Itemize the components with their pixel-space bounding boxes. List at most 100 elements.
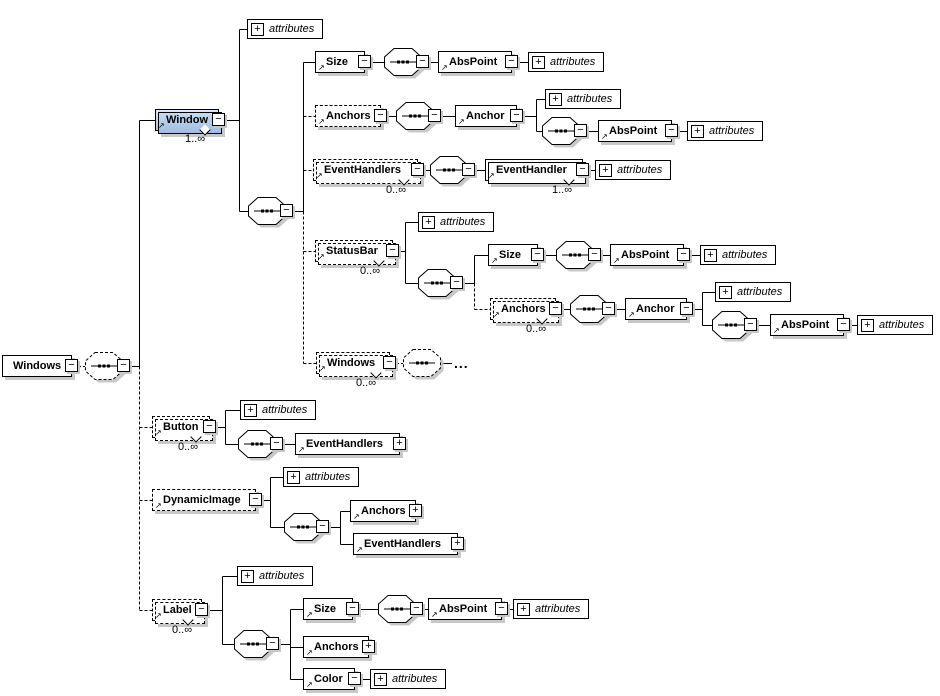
collapse-icon[interactable]: −: [195, 603, 208, 616]
element-statusbar[interactable]: ↗ StatusBar −: [315, 240, 399, 267]
element-color[interactable]: ↗ Color −: [303, 668, 361, 690]
element-eventhandlers-button[interactable]: ↗ EventHandlers +: [295, 433, 406, 455]
expand-icon[interactable]: +: [374, 672, 387, 686]
collapse-icon[interactable]: −: [374, 109, 387, 122]
collapse-icon[interactable]: −: [280, 204, 293, 217]
collapse-icon[interactable]: −: [602, 302, 615, 315]
expand-icon[interactable]: +: [241, 569, 254, 583]
collapse-icon[interactable]: −: [346, 602, 359, 615]
expand-icon[interactable]: +: [451, 537, 464, 550]
collapse-icon[interactable]: −: [744, 318, 757, 331]
attributes-box-button[interactable]: + attributes: [240, 400, 316, 420]
collapse-icon[interactable]: −: [549, 302, 562, 315]
collapse-icon[interactable]: −: [383, 356, 396, 369]
element-abspoint-2[interactable]: ↗ AbsPoint −: [598, 120, 678, 142]
element-arrow-icon: ↗: [613, 256, 620, 265]
collapse-icon[interactable]: −: [249, 493, 262, 506]
attributes-box-window[interactable]: + attributes: [247, 19, 323, 39]
collapse-icon[interactable]: −: [386, 244, 399, 257]
element-anchor-1[interactable]: ↗ Anchor −: [455, 105, 523, 127]
element-eventhandlers-dynamicimage[interactable]: ↗ EventHandlers +: [353, 533, 464, 555]
collapse-icon[interactable]: −: [450, 276, 463, 289]
collapse-icon[interactable]: −: [266, 637, 279, 650]
attributes-box-anchor-2[interactable]: + attributes: [715, 282, 791, 302]
element-anchors-label[interactable]: ↗ Anchors +: [303, 636, 375, 658]
collapse-icon[interactable]: −: [574, 124, 587, 137]
expand-icon[interactable]: +: [517, 602, 530, 616]
attributes-box-label[interactable]: + attributes: [237, 566, 313, 586]
expand-icon[interactable]: +: [393, 437, 406, 450]
element-label-el[interactable]: ↗ Label −: [152, 599, 208, 626]
collapse-icon[interactable]: −: [428, 109, 441, 122]
collapse-icon[interactable]: −: [510, 109, 523, 122]
expand-icon[interactable]: +: [861, 318, 874, 332]
element-abspoint-4[interactable]: ↗ AbsPoint −: [770, 314, 850, 336]
attributes-box-abspoint-5[interactable]: + attributes: [513, 599, 589, 619]
element-size-window[interactable]: ↗ Size −: [315, 51, 371, 73]
element-window[interactable]: ↗ Window −: [155, 109, 225, 136]
expand-icon[interactable]: +: [719, 285, 732, 299]
collapse-icon[interactable]: −: [203, 420, 216, 433]
element-label: Label: [163, 604, 192, 616]
expand-icon[interactable]: +: [549, 92, 562, 106]
element-windows-root[interactable]: Windows −: [2, 355, 78, 377]
collapse-icon[interactable]: −: [505, 55, 518, 68]
element-eventhandler[interactable]: ↗ EventHandler −: [485, 159, 589, 186]
attributes-box-eventhandler[interactable]: + attributes: [595, 160, 671, 180]
collapse-icon[interactable]: −: [410, 602, 423, 615]
attributes-box-abspoint-4[interactable]: + attributes: [857, 315, 933, 335]
element-abspoint-3[interactable]: ↗ AbsPoint −: [610, 244, 690, 266]
collapse-icon[interactable]: −: [117, 359, 130, 372]
expand-icon[interactable]: +: [422, 215, 435, 229]
collapse-icon[interactable]: −: [348, 672, 361, 685]
element-size-label[interactable]: ↗ Size −: [303, 598, 359, 620]
collapse-icon[interactable]: −: [316, 520, 329, 533]
element-dynamicimage[interactable]: ↗ DynamicImage −: [152, 489, 262, 511]
expand-icon[interactable]: +: [532, 55, 545, 69]
expand-icon[interactable]: +: [287, 470, 300, 484]
collapse-icon[interactable]: −: [495, 602, 508, 615]
collapse-icon[interactable]: −: [462, 163, 475, 176]
collapse-icon[interactable]: −: [212, 113, 225, 126]
attributes-box-statusbar[interactable]: + attributes: [418, 212, 494, 232]
element-anchors-statusbar[interactable]: ↗ Anchors −: [490, 298, 562, 325]
attributes-box-dynamicimage[interactable]: + attributes: [283, 467, 359, 487]
attributes-box-abspoint-1[interactable]: + attributes: [528, 52, 604, 72]
collapse-icon[interactable]: −: [270, 437, 283, 450]
element-button[interactable]: ↗ Button −: [152, 416, 216, 443]
collapse-icon[interactable]: −: [411, 163, 424, 176]
attributes-box-anchor-1[interactable]: + attributes: [545, 89, 621, 109]
element-abspoint-1[interactable]: ↗ AbsPoint −: [438, 51, 518, 73]
element-arrow-icon: ↗: [318, 117, 325, 126]
element-anchors-window[interactable]: ↗ Anchors −: [315, 105, 387, 127]
element-anchors-dynamicimage[interactable]: ↗ Anchors +: [350, 500, 422, 522]
element-size-statusbar[interactable]: ↗ Size −: [488, 244, 544, 266]
element-windows-child[interactable]: ↗ Windows −: [316, 352, 396, 379]
expand-icon[interactable]: +: [409, 504, 422, 517]
expand-icon[interactable]: +: [362, 640, 375, 653]
collapse-icon[interactable]: −: [358, 55, 371, 68]
element-anchor-2[interactable]: ↗ Anchor −: [625, 298, 693, 320]
collapse-icon[interactable]: −: [416, 55, 429, 68]
expand-icon[interactable]: +: [691, 124, 704, 138]
attributes-label: attributes: [617, 164, 663, 176]
attributes-box-color[interactable]: + attributes: [370, 669, 446, 689]
attributes-label: attributes: [722, 249, 768, 261]
expand-icon[interactable]: +: [251, 22, 264, 36]
attributes-box-abspoint-3[interactable]: + attributes: [700, 245, 776, 265]
element-eventhandlers-window[interactable]: ↗ EventHandlers −: [313, 159, 424, 186]
expand-icon[interactable]: +: [599, 163, 612, 177]
collapse-icon[interactable]: −: [576, 163, 589, 176]
collapse-icon[interactable]: −: [680, 302, 693, 315]
collapse-icon[interactable]: −: [588, 248, 601, 261]
expand-icon[interactable]: +: [244, 403, 257, 417]
collapse-icon[interactable]: −: [837, 318, 850, 331]
element-abspoint-5[interactable]: ↗ AbsPoint −: [428, 598, 508, 620]
element-label: Windows: [13, 360, 62, 372]
collapse-icon[interactable]: −: [65, 359, 78, 372]
collapse-icon[interactable]: −: [531, 248, 544, 261]
collapse-icon[interactable]: −: [677, 248, 690, 261]
attributes-box-abspoint-2[interactable]: + attributes: [687, 121, 763, 141]
collapse-icon[interactable]: −: [665, 124, 678, 137]
expand-icon[interactable]: +: [704, 248, 717, 262]
